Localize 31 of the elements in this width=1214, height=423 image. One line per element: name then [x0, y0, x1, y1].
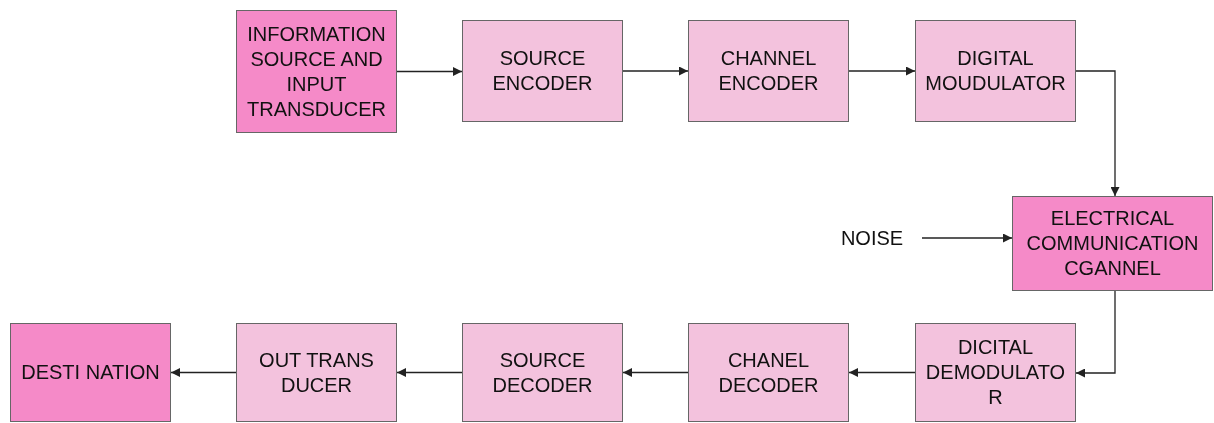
arrow	[1075, 70, 1120, 197]
arrow	[848, 368, 916, 377]
box-label: OUT TRANS DUCER	[258, 347, 375, 398]
box-label: CHANEL DECODER	[717, 347, 820, 398]
box-label: SOURCE ENCODER	[491, 46, 594, 96]
box-label: SOURCE DECODER	[491, 347, 594, 398]
process-box	[462, 323, 623, 422]
arrow	[848, 66, 916, 76]
process-box	[236, 323, 397, 422]
box-label: DIGITAL MOUDULATOR	[924, 46, 1067, 96]
arrow	[622, 368, 689, 377]
process-box	[915, 323, 1076, 422]
box-label: ELECTRICAL COMMUNICATION CGANNEL	[1025, 206, 1200, 281]
box-label: DESTI NATION	[21, 360, 160, 385]
process-box	[462, 20, 623, 122]
process-box	[688, 20, 849, 122]
arrow	[622, 66, 689, 76]
box-label: CHANNEL ENCODER	[717, 46, 820, 96]
box-label: DICITAL DEMODULATO R	[924, 335, 1067, 410]
arrow	[396, 67, 463, 76]
arrow	[170, 368, 237, 377]
process-box	[688, 323, 849, 422]
arrow	[1075, 290, 1116, 378]
process-box	[236, 10, 397, 133]
box-label: INFORMATION SOURCE AND INPUT TRANSDUCER	[246, 21, 387, 122]
process-box	[1012, 196, 1213, 291]
process-box	[915, 20, 1076, 122]
arrow	[921, 233, 1013, 243]
input-label: NOISE	[832, 224, 912, 252]
process-box	[10, 323, 171, 422]
arrow	[396, 368, 463, 377]
